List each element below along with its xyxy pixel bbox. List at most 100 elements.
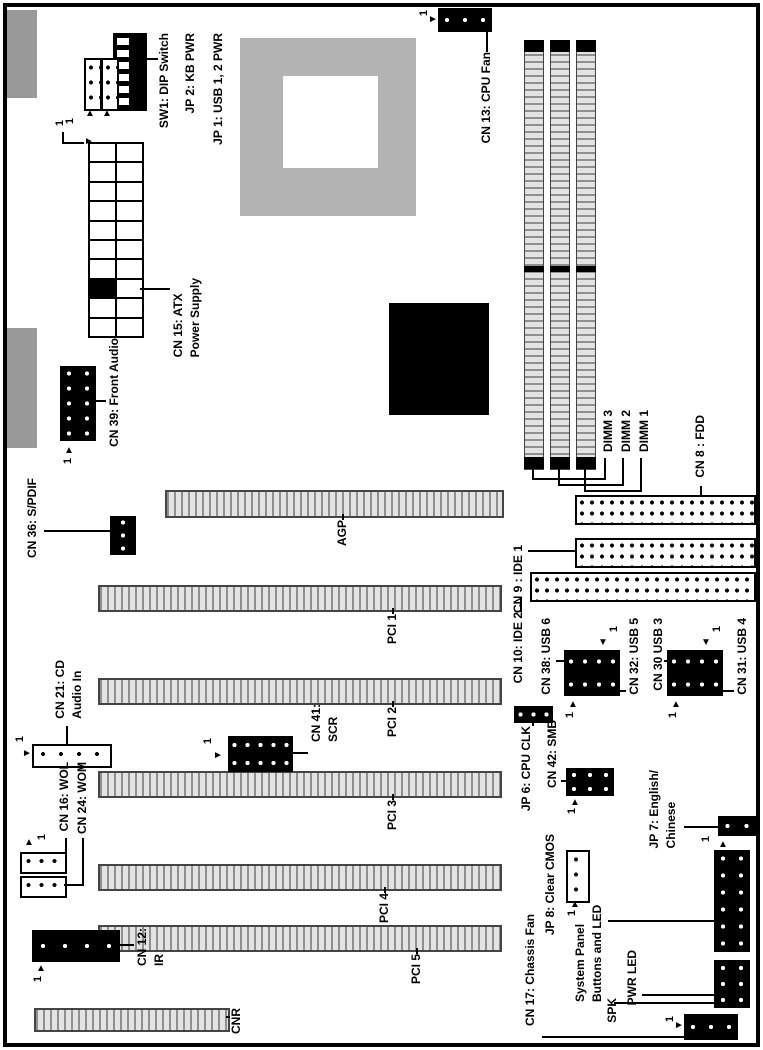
connector-line [82,838,84,886]
label-cnr: CNR [229,1008,243,1034]
wom-header [20,876,67,898]
connector-line [558,468,560,486]
system-panel-header-2 [714,960,750,1008]
label-clear-c mos: JP 8: Clear CMOS [543,834,557,936]
label-dip-switch: SW1: DIP Switch [157,33,171,129]
connector-line [723,690,734,692]
label-usb5: CN 32: USB 5 [627,618,641,695]
connector-line [684,826,718,828]
pin1-marker: 1 [566,808,578,815]
label-dimm2: DIMM 2 [619,410,633,452]
pin1-arrow-icon: ▲ [718,839,728,850]
label-spdif: CN 36: S/PDIF [25,478,39,559]
connector-line [293,752,308,754]
connector-line [64,884,84,886]
pin1-arrow-icon: ▲ [64,445,74,456]
pin1-arrow-icon: ▼ [598,637,608,648]
connector-line [96,400,106,402]
cpu-fan-header [438,8,492,32]
connector-line [486,32,488,52]
label-ide2: CN 10: IDE 2 [511,612,525,684]
pin1-arrow-icon: ► [213,750,223,761]
connector-line [392,608,394,614]
front-audio-header [60,366,96,441]
label-wol: CN 16: WOL [57,762,71,832]
label-pci2: PCI 2 [385,707,399,738]
pci5-slot [98,925,502,952]
ir-header [32,930,120,962]
connector-line [608,920,714,922]
pci3-slot [98,771,502,798]
pin1-arrow-icon: ▲ [36,963,46,974]
connector-line [65,838,67,852]
pin1-marker: 1 [36,834,48,841]
connector-line [66,726,68,744]
label-pci1: PCI 1 [385,614,399,645]
pin1-marker: 1 [54,120,66,127]
pin1-arrow-icon: ► [674,1020,684,1031]
pci2-slot [98,678,502,705]
pin1-marker: 1 [711,626,723,633]
label-dimm3: DIMM 3 [601,410,615,452]
diagram-border [3,3,760,1047]
label-kb-pwr: JP 2: KB PWR [183,33,197,114]
pin1-marker: 1 [700,836,712,843]
label-usb3: CN 30 USB 3 [651,618,665,691]
connector-line [120,944,134,946]
pci4-slot [98,864,502,891]
connector-line [640,458,642,492]
connector-line [584,490,642,492]
label-agp: AGP [335,520,349,547]
label-pci4: PCI 4 [377,893,391,924]
label-language: JP 7: English/ Chinese [647,770,678,849]
pin1-arrow-icon: ► [428,14,438,25]
pin1-arrow-icon: ▲ [568,699,578,710]
ide1-connector [575,538,756,568]
pin1-marker: 1 [62,458,74,465]
connector-line [542,1036,684,1038]
label-pci5: PCI 5 [409,954,423,985]
label-system-panel: System Panel Buttons and LED [573,904,604,1002]
connector-line [520,598,522,612]
label-scr: CN 41: SCR [309,704,340,743]
back-panel-port-top [7,10,37,98]
atx-power-connector [88,142,144,338]
connector-line [532,478,606,480]
connector-line [44,530,110,532]
agp-slot [165,490,504,518]
connector-line [528,550,575,552]
label-ide1: CN 9 : IDE 1 [511,545,525,614]
pin1-marker: 1 [608,626,620,633]
language-jumper [718,816,756,836]
usb-pwr-jumper [101,58,119,111]
usb-header-3-4 [667,650,723,696]
pin1-arrow-icon: ▼ [701,637,711,648]
connector-line [416,948,418,954]
connector-line [62,142,84,144]
pin1-marker: 1 [32,976,44,983]
connector-line [622,458,624,486]
label-cpu-fan: CN 13: CPU Fan [479,52,493,144]
back-panel-port-mid [7,328,37,448]
connector-line [226,1016,230,1018]
connector-line [384,887,386,893]
pin1-arrow-icon: ▲ [85,108,95,119]
connector-line [642,994,714,996]
clear-cmos-jumper [566,850,590,903]
pin1-arrow-icon: ▲ [570,797,580,808]
smb-header [566,768,614,796]
connector-line [392,701,394,707]
connector-line [556,660,564,662]
connector-line [392,794,394,800]
label-usb4: CN 31: USB 4 [735,618,749,695]
dimm1-slot [576,40,596,470]
northbridge-chip [389,303,489,415]
fdd-connector [575,495,756,525]
connector-line [532,722,534,726]
connector-line [62,132,64,144]
wol-header [20,852,67,874]
connector-line [561,780,566,782]
connector-line [532,468,534,480]
pci1-slot [98,585,502,612]
